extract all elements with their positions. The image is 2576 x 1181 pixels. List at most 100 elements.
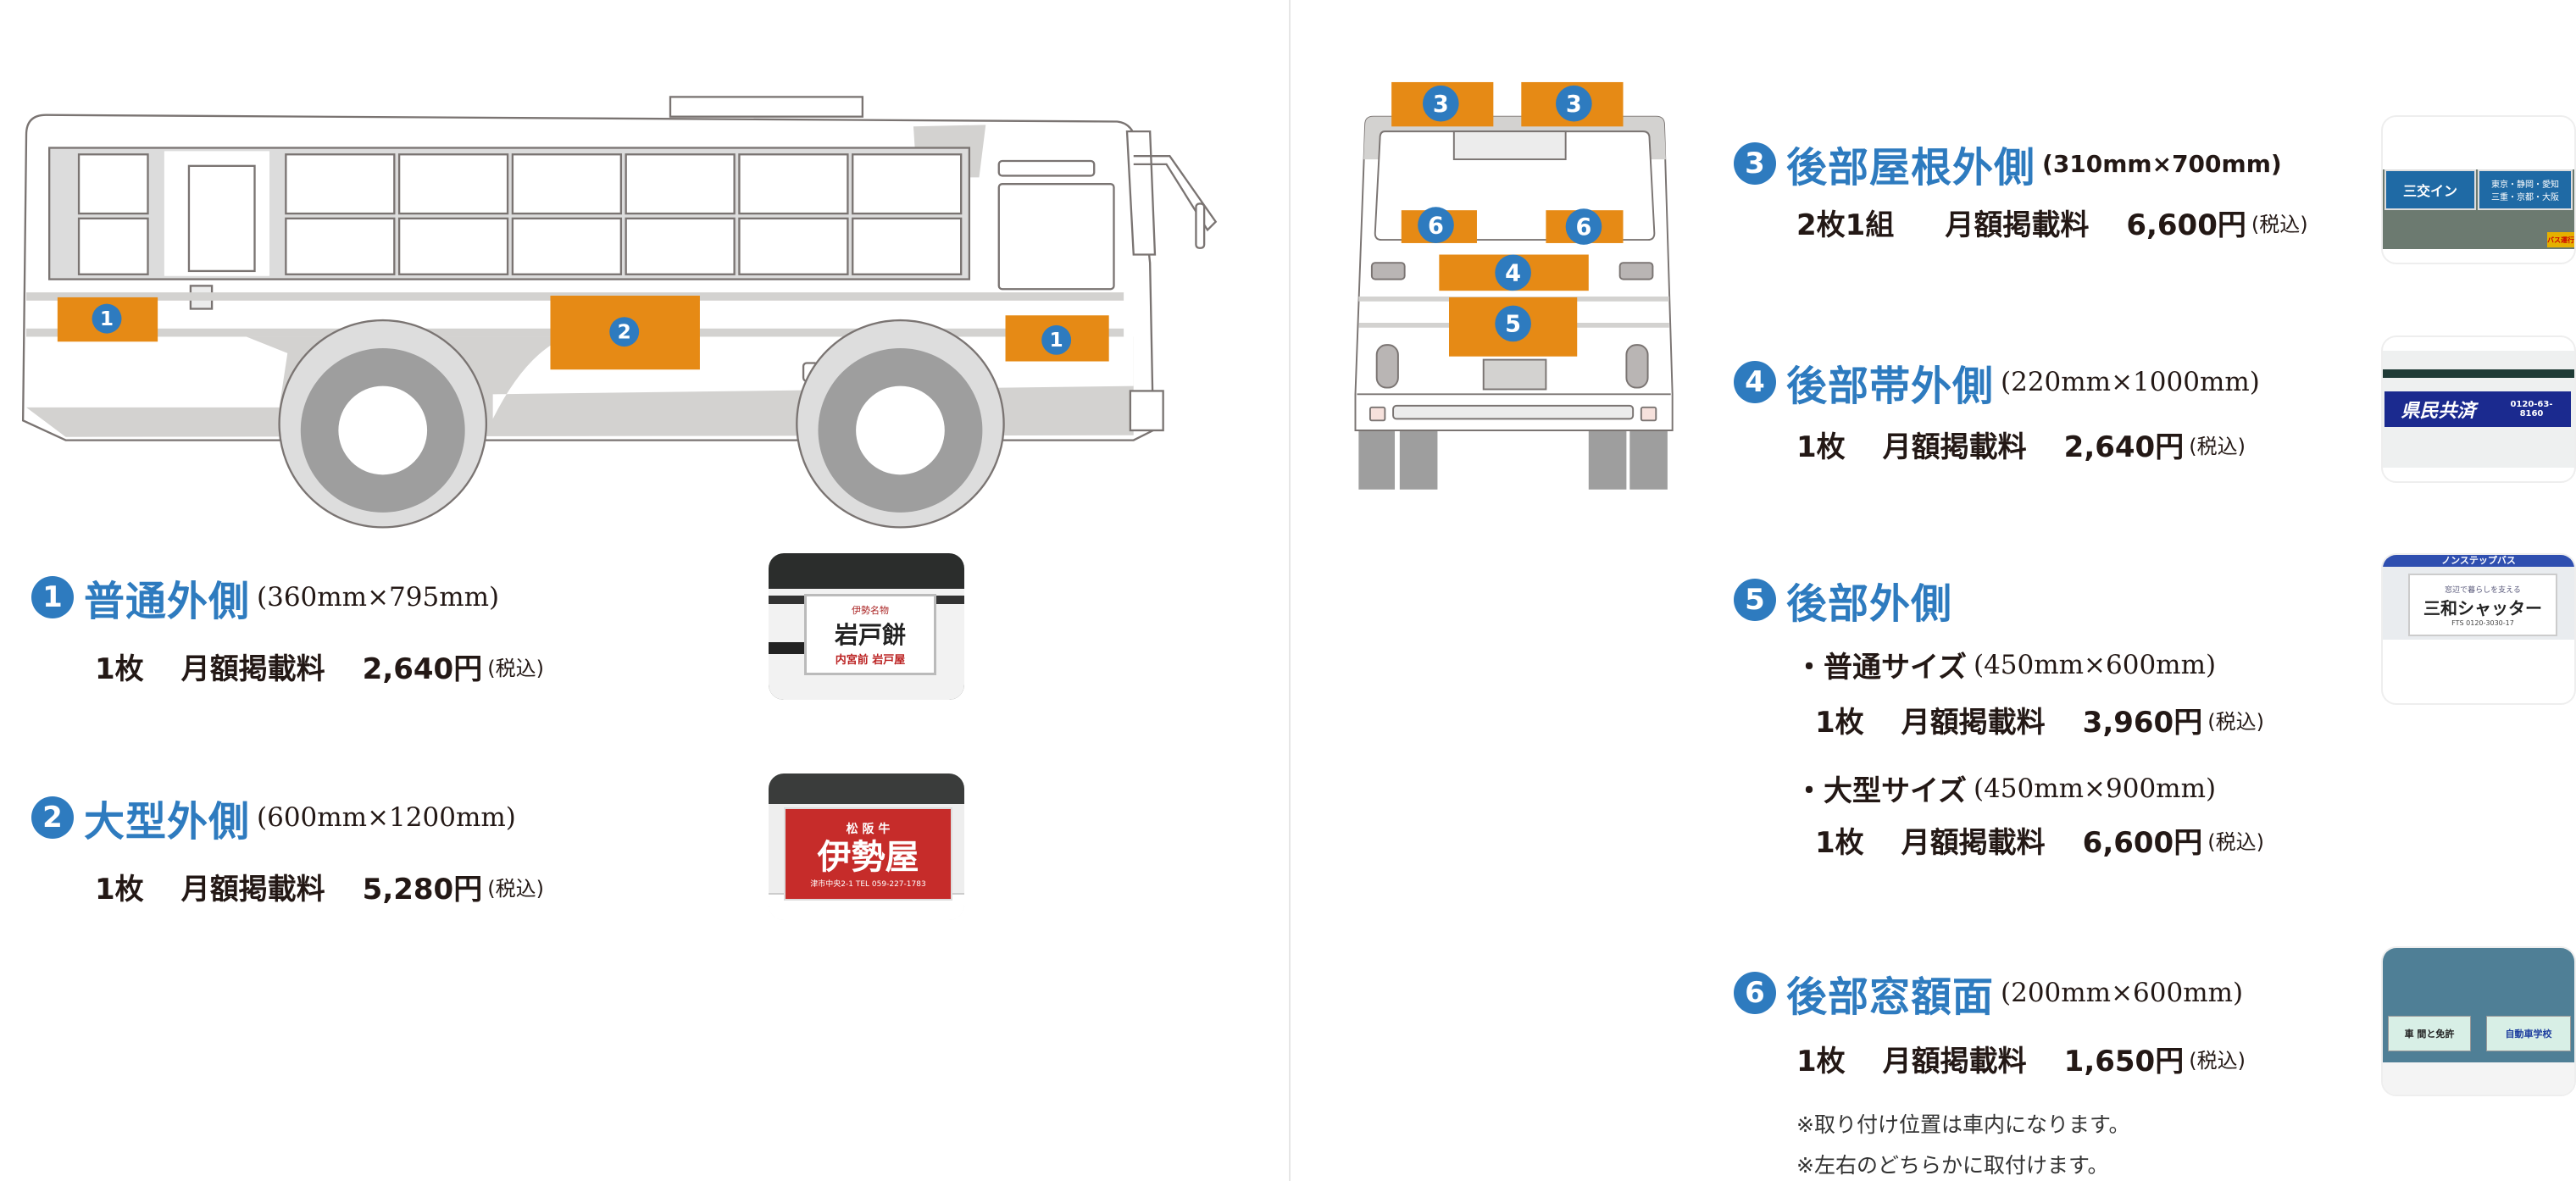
badge-6-label: 6 xyxy=(1428,213,1444,239)
item-5-heading: 5 後部外側 xyxy=(1734,570,1952,629)
photo-sign-main: 伊勢屋 xyxy=(817,837,919,877)
badge-1-icon xyxy=(1041,324,1072,355)
variant-label: ・普通サイズ xyxy=(1795,651,1967,685)
quantity: 1枚 xyxy=(1815,826,1864,860)
badge-2-label: 2 xyxy=(618,320,631,343)
photo-sign-right-top: 東京・静岡・愛知 xyxy=(2491,180,2559,190)
item-title: 後部外側 xyxy=(1786,580,1953,628)
quantity: 1枚 xyxy=(1815,706,1864,740)
item-4-price: 1枚 月額掲載料 2,640円 (税込) xyxy=(1796,424,2246,465)
badge-3-icon xyxy=(1422,85,1459,122)
tax-label: (税込) xyxy=(487,877,544,901)
variant-label: ・大型サイズ xyxy=(1795,774,1967,808)
badge-3-label: 3 xyxy=(1566,91,1582,118)
price: 5,280円 xyxy=(362,873,483,907)
item-3-heading: 3 後部屋根外側 (310mm×700mm) xyxy=(1734,134,2282,193)
item-size: (220mm×1000mm) xyxy=(2001,367,2260,397)
photo-sign-sub: 津市中央2-1 TEL 059-227-1783 xyxy=(810,879,926,889)
item-3-photo: 三交イン 東京・静岡・愛知 三重・京都・大阪 バス運行 xyxy=(2381,115,2576,264)
item-title: 後部屋根外側 xyxy=(1786,144,2036,191)
item-title: 普通外側 xyxy=(84,578,251,625)
item-size: (200mm×600mm) xyxy=(2001,978,2244,1008)
quantity: 1枚 xyxy=(1796,1045,1846,1078)
badge-5-icon xyxy=(1495,305,1531,342)
fee-label: 月額掲載料 xyxy=(1901,706,2046,740)
photo-sign-main: 県民共済 xyxy=(2401,401,2476,422)
photo-sign-top: 伊勢名物 xyxy=(852,604,889,616)
section-divider xyxy=(1289,0,1291,1181)
bus-side-view xyxy=(21,96,1218,529)
number-badge-icon: 4 xyxy=(1734,361,1776,403)
photo-sign-right-bottom: 三重・京都・大阪 xyxy=(2491,193,2559,202)
badge-6-icon xyxy=(1418,207,1454,243)
photo-sign-sub: FTS 0120-3030-17 xyxy=(2451,618,2514,627)
tax-label: (税込) xyxy=(2207,710,2264,734)
item-size: (600mm×1200mm) xyxy=(257,802,516,833)
quantity: 1枚 xyxy=(95,873,144,907)
photo-sign-sub: 内宮前 岩戸屋 xyxy=(835,653,906,667)
item-6-heading: 6 後部窓額面 (200mm×600mm) xyxy=(1734,963,2243,1023)
fee-label: 月額掲載料 xyxy=(1945,208,2090,242)
item-1-photo: 伊勢名物 岩戸餅 内宮前 岩戸屋 xyxy=(769,553,964,700)
item-5-photo: ノンステップバス 窓辺で暮らしを支える 三和シャッター FTS 0120-303… xyxy=(2381,553,2576,705)
price: 2,640円 xyxy=(362,652,483,686)
fee-label: 月額掲載料 xyxy=(1882,1045,2027,1078)
number-badge-icon: 6 xyxy=(1734,972,1776,1014)
variant-size: (450mm×900mm) xyxy=(1973,773,2217,804)
badge-4-icon xyxy=(1495,254,1531,291)
quantity: 1枚 xyxy=(1796,430,1846,464)
item-2-photo: 松 阪 牛 伊勢屋 津市中央2-1 TEL 059-227-1783 xyxy=(769,773,964,920)
tax-label: (税込) xyxy=(2251,213,2308,236)
item-5-variant-large-price: 1枚 月額掲載料 6,600円 (税込) xyxy=(1815,819,2264,861)
photo-sign-right: 自動車学校 xyxy=(2505,1029,2552,1040)
item-2-heading: 2 大型外側 (600mm×1200mm) xyxy=(31,788,516,847)
fee-label: 月額掲載料 xyxy=(180,873,325,907)
badge-5-label: 5 xyxy=(1505,312,1521,338)
badge-1-label: 1 xyxy=(100,308,114,330)
photo-sign-top: 窓辺で暮らしを支える xyxy=(2445,585,2521,595)
item-1-heading: 1 普通外側 (360mm×795mm) xyxy=(31,568,499,627)
item-3-price: 2枚1組 月額掲載料 6,600円 (税込) xyxy=(1796,202,2308,243)
photo-sign-top: 松 阪 牛 xyxy=(846,822,891,836)
tax-label: (税込) xyxy=(487,657,544,680)
item-size: (360mm×795mm) xyxy=(257,582,500,613)
badge-1-icon xyxy=(92,303,122,334)
badge-3-label: 3 xyxy=(1433,91,1449,118)
photo-sign-phone: 0120-63-8160 xyxy=(2510,400,2553,419)
number-badge-icon: 1 xyxy=(31,576,74,618)
price: 6,600円 xyxy=(2126,208,2246,242)
badge-3-icon xyxy=(1556,85,1592,122)
variant-size: (450mm×600mm) xyxy=(1973,649,2217,680)
price: 3,960円 xyxy=(2082,706,2203,740)
tax-label: (税込) xyxy=(2189,435,2246,458)
number-badge-icon: 2 xyxy=(31,796,74,839)
note-install-location: ※取り付け位置は車内になります。 xyxy=(1796,1112,2130,1137)
price: 2,640円 xyxy=(2063,430,2185,464)
fee-label: 月額掲載料 xyxy=(180,652,325,686)
photo-sign-tag: バス運行 xyxy=(2547,236,2574,244)
badge-6-label: 6 xyxy=(1576,214,1592,241)
photo-bus-header: ノンステップバス xyxy=(2383,555,2574,567)
number-badge-icon: 5 xyxy=(1734,579,1776,621)
tax-label: (税込) xyxy=(2189,1049,2246,1073)
quantity: 2枚1組 xyxy=(1796,208,1895,242)
item-title: 後部窓額面 xyxy=(1786,973,1995,1021)
badge-6-icon xyxy=(1565,208,1602,245)
badge-2-icon xyxy=(609,317,640,347)
item-6-price: 1枚 月額掲載料 1,650円 (税込) xyxy=(1796,1038,2246,1079)
item-5-variant-regular-price: 1枚 月額掲載料 3,960円 (税込) xyxy=(1815,699,2264,740)
photo-sign-main: 岩戸餅 xyxy=(834,620,906,649)
item-6-photo: 車 間と免許 自動車学校 xyxy=(2381,946,2576,1096)
item-title: 後部帯外側 xyxy=(1786,363,1995,410)
note-install-side: ※左右のどちらかに取付けます。 xyxy=(1796,1153,2109,1178)
fee-label: 月額掲載料 xyxy=(1882,430,2027,464)
item-1-price: 1枚 月額掲載料 2,640円 (税込) xyxy=(95,646,544,687)
tax-label: (税込) xyxy=(2207,830,2264,854)
item-5-variant-regular: ・普通サイズ (450mm×600mm) xyxy=(1795,644,2216,685)
badge-4-label: 4 xyxy=(1505,261,1521,287)
fee-label: 月額掲載料 xyxy=(1901,826,2046,860)
item-title: 大型外側 xyxy=(84,798,251,846)
item-size: (310mm×700mm) xyxy=(2042,149,2282,178)
price: 6,600円 xyxy=(2082,826,2203,860)
